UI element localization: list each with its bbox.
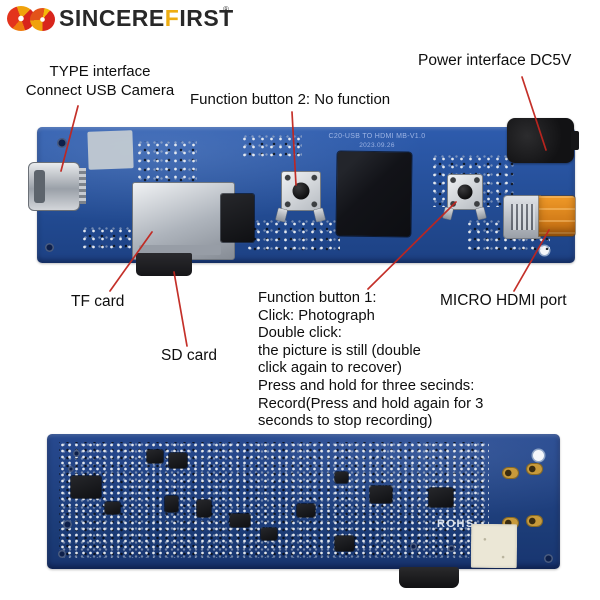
ic-chip [105, 502, 120, 514]
thermal-pad [87, 130, 134, 170]
mounting-hole [544, 554, 553, 563]
fb1-line: Double click: [258, 325, 342, 342]
solder-pad [527, 464, 542, 474]
brand-accent-letter: F [164, 5, 180, 31]
ic-chip [165, 496, 178, 512]
ic-chip [197, 500, 211, 517]
ic-chip [169, 453, 187, 468]
sd-card [136, 253, 192, 276]
function-button-2 [281, 171, 321, 211]
button-leg [442, 207, 454, 220]
ic-chip [429, 488, 453, 507]
usb-c-connector [28, 162, 86, 211]
main-chip [336, 151, 412, 237]
slot-lip [139, 245, 221, 255]
hdmi-shell [503, 195, 541, 239]
smd-components [240, 135, 302, 161]
rohs-label: ROHS [437, 518, 475, 530]
micro-hdmi-connector [503, 195, 575, 239]
function-button-1 [447, 174, 483, 210]
pcb-top-board: C20-USB TO HDMI MB-V1.0 2023.09.26 [28, 118, 579, 276]
solder-pad [503, 468, 518, 478]
mounting-hole [533, 450, 544, 461]
dc-power-jack [507, 118, 579, 163]
mounting-hole [57, 138, 67, 148]
smd-components [59, 442, 489, 558]
label-micro-hdmi: MICRO HDMI port [440, 292, 567, 309]
mounting-hole [58, 550, 66, 558]
hdmi-pins [511, 204, 535, 230]
fb1-line: Function button 1: [258, 290, 377, 306]
label-tf-card: TF card [71, 293, 125, 310]
label-function-button-2: Function button 2: No function [190, 91, 391, 108]
usb-c-pins [79, 168, 86, 204]
jack-barrel [571, 131, 579, 150]
mounting-hole [410, 543, 417, 550]
button-leg [313, 208, 326, 222]
label-function-button-1: Function button 1: Click: Photograph Dou… [258, 290, 483, 431]
ic-chip [370, 486, 392, 503]
mounting-hole [73, 450, 80, 457]
bottom-connector [399, 567, 459, 588]
ic-chip [147, 450, 163, 463]
label-type-interface-line2: Connect USB Camera [25, 82, 175, 99]
brand-title: SINCEREFIRST [59, 5, 234, 32]
fb1-line: Click: Photograph [258, 307, 375, 324]
ic-chip [230, 514, 250, 527]
tf-card-slot [132, 182, 235, 260]
ic-chip [71, 476, 101, 498]
smd-components [80, 227, 140, 253]
label-sd-card: SD card [161, 347, 217, 364]
aperture-icon [30, 8, 55, 31]
fb1-line: Press and hold for three secinds: [258, 377, 475, 394]
hdmi-body [539, 196, 575, 236]
arrow-sd-card [173, 271, 188, 347]
brand-part2: IRST [179, 5, 234, 31]
fb1-line: click again to recover) [258, 360, 402, 377]
button-cap [292, 182, 310, 200]
fb1-line: the picture is still (double [258, 342, 421, 359]
ic-chip [297, 504, 315, 517]
label-type-interface: TYPE interface Connect USB Camera [14, 62, 186, 100]
pcb-bottom-board: ROHS [47, 434, 560, 588]
label-power-interface: Power interface DC5V [418, 52, 572, 69]
label-pad [470, 523, 518, 569]
ic-chip [221, 194, 254, 242]
label-type-interface-line1: TYPE interface [49, 63, 151, 80]
usb-c-slot [34, 170, 45, 203]
solder-pad [527, 516, 542, 526]
solder-pad [503, 518, 518, 528]
button-cap [457, 184, 473, 200]
fb1-line: Record(Press and hold again for 3 [258, 395, 484, 412]
mounting-hole [448, 545, 455, 552]
registered-mark: ® [223, 5, 229, 14]
button-leg [475, 207, 487, 220]
silkscreen-title: C20-USB TO HDMI MB-V1.0 [328, 133, 426, 140]
fb1-line: seconds to stop recording) [258, 413, 433, 430]
mounting-hole [63, 520, 72, 529]
ic-chip [335, 472, 348, 483]
silkscreen-date: 2023.09.26 [359, 142, 395, 149]
smd-components [245, 220, 340, 252]
ic-chip [335, 536, 354, 551]
ic-chip [261, 528, 277, 540]
mounting-hole [45, 243, 54, 252]
brand-part1: SINCERE [59, 5, 165, 31]
mounting-hole [68, 466, 74, 472]
